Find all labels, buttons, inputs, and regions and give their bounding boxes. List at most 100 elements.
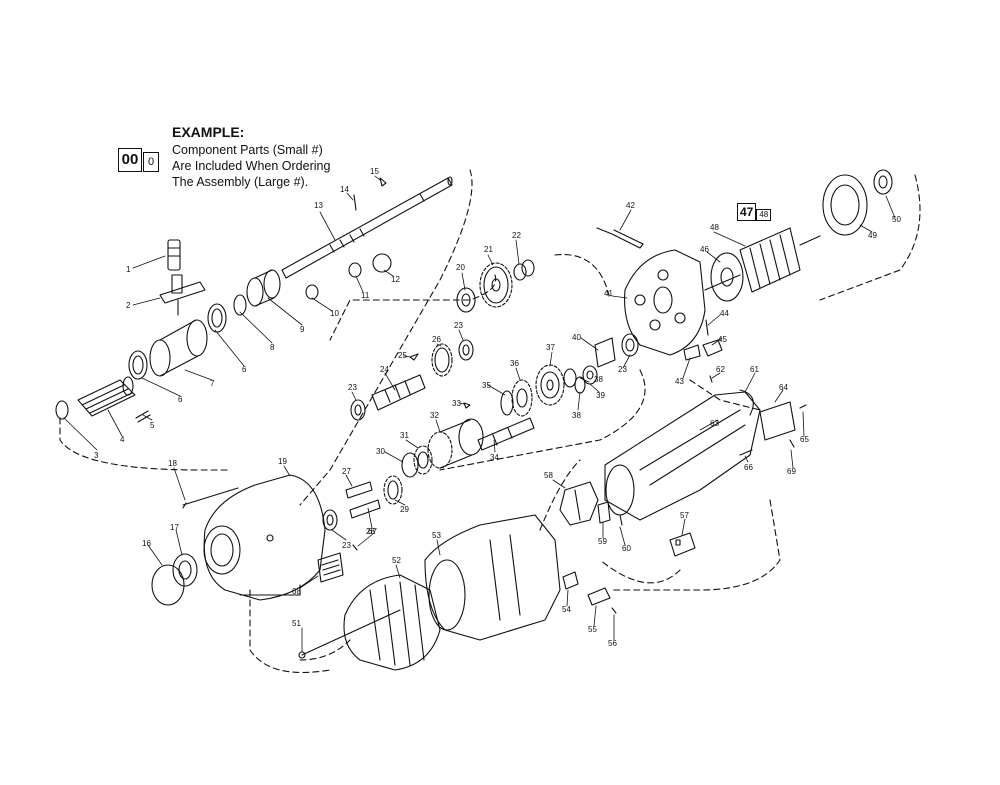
part-label-p44: 44: [720, 309, 729, 318]
part-27-pin: [345, 481, 373, 499]
part-label-p24: 24: [380, 365, 389, 374]
part-14-pin: [353, 194, 357, 211]
part-50-bearing: [873, 169, 893, 195]
part-label-p27: 27: [342, 467, 351, 476]
part-label-p22: 22: [512, 231, 521, 240]
part-23-bearing-c: [322, 509, 338, 531]
part-48-armature: [704, 227, 821, 293]
part-60-screw: [619, 514, 623, 526]
part-17-bearing: [172, 553, 198, 587]
part-35-washer: [500, 390, 514, 416]
part-label-p45: 45: [718, 335, 727, 344]
part-56-screw: [611, 607, 617, 614]
part-label-p5: 5: [150, 421, 155, 430]
part-65-screw: [799, 404, 807, 409]
part-13-main-shaft: [281, 176, 453, 279]
part-12-clip: [372, 253, 392, 273]
part-label-p51: 51: [292, 619, 301, 628]
example-assembly-box: 00: [118, 148, 142, 172]
part-label-p60: 60: [622, 544, 631, 553]
part-label-p66: 66: [744, 463, 753, 472]
part-label-p25: 25: [398, 351, 407, 360]
part-label-p48: 48: [710, 223, 719, 232]
part-5-key: [135, 410, 151, 423]
part-29-gear: [383, 475, 403, 505]
part-label-p35: 35: [482, 381, 491, 390]
example-line-3: The Assembly (Large #).: [172, 175, 309, 189]
part-52-field: [343, 574, 441, 671]
part-67-screw: [352, 544, 358, 551]
part-6-ring-b: [207, 303, 227, 333]
part-53-motor-housing: [424, 514, 561, 641]
part-33-key: [463, 402, 471, 409]
part-20-bearing: [456, 287, 476, 313]
part-label-p55: 55: [588, 625, 597, 634]
part-label-p6a: 6: [178, 395, 183, 404]
part-label-p69: 69: [787, 467, 796, 476]
part-label-p6b: 6: [242, 365, 247, 374]
part-label-p56: 56: [608, 639, 617, 648]
part-label-p42: 42: [626, 201, 635, 210]
part-8-ring: [233, 294, 247, 316]
part-9-bushing: [246, 269, 281, 307]
part-label-p3: 3: [94, 451, 99, 460]
part-30-washer: [401, 452, 419, 478]
part-1-fitting: [167, 239, 181, 271]
part-label-p38b: 38: [572, 411, 581, 420]
part-label-p32: 32: [430, 411, 439, 420]
part-3-ring: [55, 400, 69, 420]
part-label-p62: 62: [716, 365, 725, 374]
part-51-bolt: [301, 609, 401, 656]
part-18-bolt: [182, 487, 239, 509]
part-label-p26: 26: [432, 335, 441, 344]
part-36-gear: [511, 379, 533, 417]
part-69-screw: [789, 439, 795, 448]
part-label-p30: 30: [376, 447, 385, 456]
part-44-pin: [705, 319, 709, 336]
part-label-p1: 1: [126, 265, 131, 274]
part-66-clip: [739, 449, 753, 456]
part-label-p29: 29: [400, 505, 409, 514]
part-46-fan: [710, 252, 744, 302]
part-label-p18: 18: [168, 459, 177, 468]
part-label-p23d: 23: [618, 365, 627, 374]
part-38-washer-a: [563, 368, 577, 388]
part-4-threaded-spindle: [77, 376, 136, 417]
part-label-p38a: 38: [594, 375, 603, 384]
part-label-p43: 43: [675, 377, 684, 386]
part-label-p68: 68: [292, 587, 301, 596]
leader-lines: [63, 175, 896, 653]
part-19-gear-housing: [203, 474, 326, 601]
part-23-bearing-a: [458, 339, 474, 361]
part-label-p67: 67: [368, 527, 377, 536]
part-63-handle-housing: [604, 391, 761, 521]
part-label-p16: 16: [142, 539, 151, 548]
part-label-p63: 63: [710, 419, 719, 428]
part-16-ring: [151, 564, 185, 606]
part-label-p40: 40: [572, 333, 581, 342]
part-label-p50: 50: [892, 215, 901, 224]
part-58-switch-assembly: [559, 481, 599, 526]
part-23-bearing-d: [621, 333, 639, 357]
part-11-ring: [348, 262, 362, 278]
part-label-p31: 31: [400, 431, 409, 440]
part-label-p36: 36: [510, 359, 519, 368]
part-label-p59: 59: [598, 537, 607, 546]
part-24-pinion-shaft: [371, 374, 426, 411]
part-label-p19: 19: [278, 457, 287, 466]
part-label-p20: 20: [456, 263, 465, 272]
part-label-p34: 34: [490, 453, 499, 462]
part-54-brush: [562, 571, 579, 590]
part-32-gear-cluster: [427, 418, 484, 469]
part-label-p23c: 23: [342, 541, 351, 550]
part-label-p41: 41: [604, 289, 613, 298]
part-label-p4: 4: [120, 435, 125, 444]
part-label-p7: 7: [210, 379, 215, 388]
part-37-gear: [535, 364, 565, 406]
part-label-p58: 58: [544, 471, 553, 480]
part-label-p54: 54: [562, 605, 571, 614]
example-legend: 00 0 EXAMPLE: Component Parts (Small #) …: [118, 120, 378, 200]
